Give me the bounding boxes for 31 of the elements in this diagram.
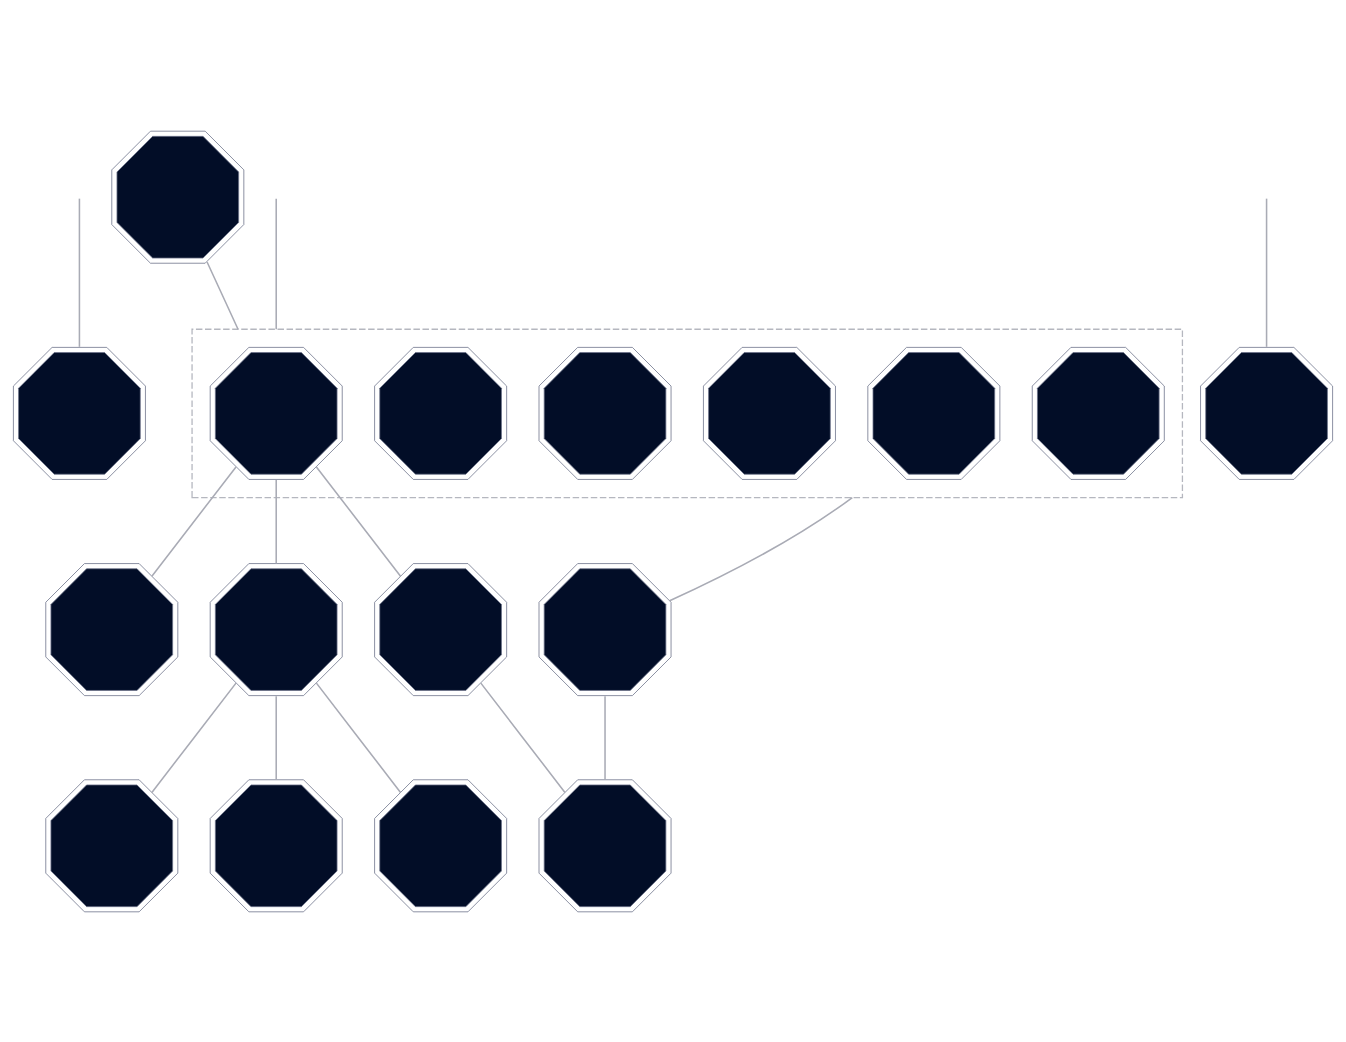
cluster [191,328,1184,498]
node-octagon [45,778,179,912]
node-octagon [209,562,343,696]
node-octagon [1031,346,1165,480]
node-octagon [1200,346,1333,480]
connector [604,694,606,780]
connector [275,694,277,780]
node-octagon [209,778,343,912]
node-octagon [538,562,672,696]
connector [315,465,402,577]
node-octagon [374,562,508,696]
node-octagon [13,346,146,480]
node-octagon [209,346,343,480]
connector [78,197,81,348]
connector [151,465,237,577]
node-octagon [111,130,245,264]
node-octagon [374,346,508,480]
node-octagon [867,346,1001,480]
node-octagon [703,346,836,480]
connector [480,681,566,793]
node-octagon [538,346,672,480]
connector [151,681,237,793]
connector [275,478,277,564]
node-octagon [45,562,179,696]
connector [275,197,277,330]
connector [668,496,854,602]
node-octagon [538,778,672,912]
connector [206,260,239,330]
node-octagon [374,778,508,912]
connector [315,681,402,793]
connector [1265,197,1268,348]
